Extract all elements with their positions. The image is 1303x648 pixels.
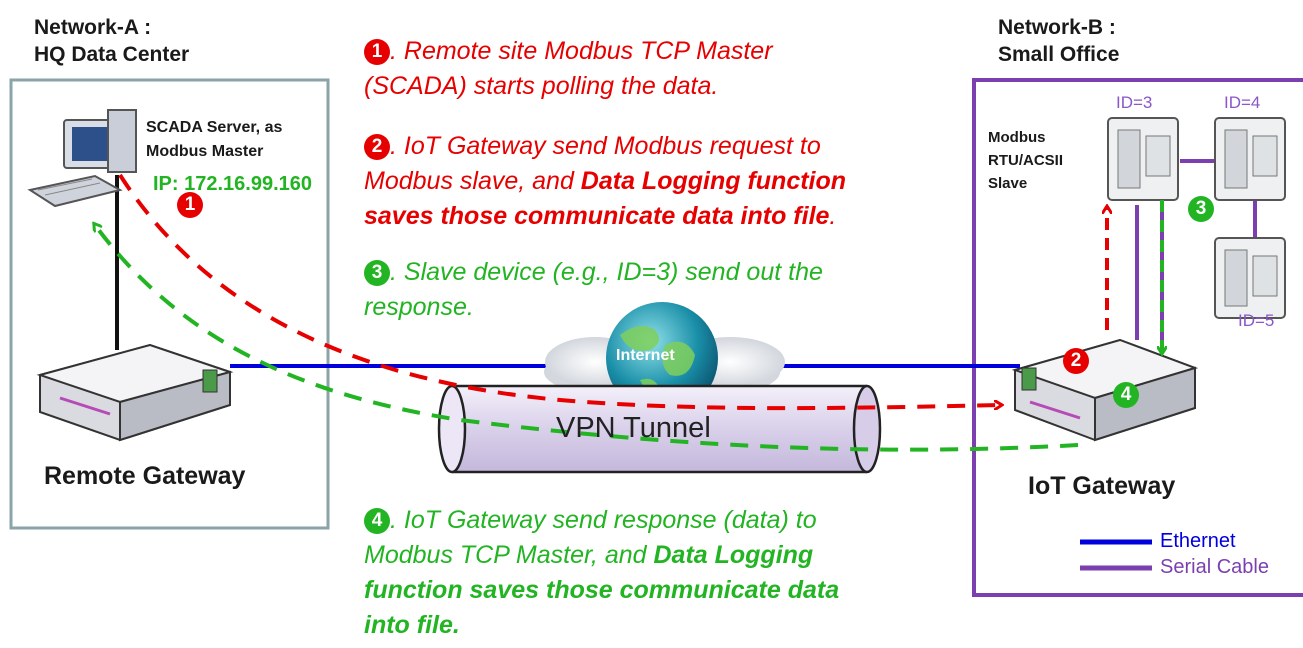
network-b-box (972, 78, 1303, 597)
step-4-number: 4 (364, 508, 390, 534)
network-a-title-line2: HQ Data Center (34, 43, 190, 66)
internet-label: Internet (616, 347, 675, 364)
network-b-title-line1: Network-B : (998, 16, 1116, 39)
modbus-slave-label: Modbus RTU/ACSII Slave (988, 126, 1063, 195)
modbus-slave-label-line3: Slave (988, 175, 1028, 192)
step-1-number: 1 (364, 39, 390, 65)
slave-device-id4 (1214, 117, 1286, 201)
flow-arrow-response-green (95, 225, 1079, 452)
network-b-title-line2: Small Office (998, 43, 1120, 66)
modbus-slave-label-line2: RTU/ACSII (988, 152, 1063, 169)
remote-gateway-label: Remote Gateway (44, 462, 246, 490)
scada-pc-icon (27, 109, 137, 208)
device-id-label: ID=3 (1116, 93, 1153, 112)
slave-device-id3 (1107, 117, 1179, 201)
step-4-line2-bold: Data Logging (653, 541, 814, 569)
step-2-number: 2 (364, 134, 390, 160)
legend-serial-label: Serial Cable (1160, 556, 1269, 578)
step-2-text: 2. IoT Gateway send Modbus request to Mo… (364, 129, 964, 234)
device-id-label: ID=5 (1238, 311, 1275, 330)
modbus-slave-label-line1: Modbus (988, 129, 1046, 146)
step-3-line2: response. (364, 293, 474, 321)
remote-gateway-device (36, 343, 234, 442)
step-4-line4-bold: into file. (364, 611, 460, 639)
step-3-line1: . Slave device (e.g., ID=3) send out the (390, 258, 823, 286)
step-badge-4: 4 (1113, 382, 1139, 408)
step-4-line2: Modbus TCP Master, and (364, 541, 654, 569)
step-3-text: 3. Slave device (e.g., ID=3) send out th… (364, 255, 964, 325)
network-a-box (9, 78, 330, 530)
step-1-text: 1. Remote site Modbus TCP Master (SCADA)… (364, 34, 964, 104)
network-b-title: Network-B : Small Office (998, 14, 1119, 68)
step-badge-2: 2 (1063, 348, 1089, 374)
step-2-line3: . (829, 202, 837, 230)
legend-ethernet-label: Ethernet (1160, 530, 1236, 552)
device-id-label: ID=4 (1224, 93, 1261, 112)
step-4-text: 4. IoT Gateway send response (data) to M… (364, 503, 964, 643)
scada-ip: IP: 172.16.99.160 (153, 173, 313, 195)
slave-device-id5 (1214, 237, 1286, 319)
scada-label-line1: SCADA Server, as (146, 119, 283, 136)
network-a-title: Network-A : HQ Data Center (34, 14, 189, 68)
step-4-line1: . IoT Gateway send response (data) to (390, 506, 817, 534)
step-badge-1: 1 (177, 192, 203, 218)
iot-gateway-label: IoT Gateway (1028, 472, 1176, 500)
step-3-number: 3 (364, 260, 390, 286)
step-2-line3-bold: saves those communicate data into file (364, 202, 830, 230)
network-a-title-line1: Network-A : (34, 16, 152, 39)
step-1-line2: (SCADA) starts polling the data. (364, 72, 719, 100)
step-4-line3-bold: function saves those communicate data (364, 576, 840, 604)
step-2-line2-bold: Data Logging function (580, 167, 847, 195)
flow-arrow-request-red (118, 173, 1000, 411)
vpn-tunnel-label: VPN Tunnel (556, 412, 711, 444)
step-2-line2: Modbus slave, and (364, 167, 581, 195)
step-1-line1: . Remote site Modbus TCP Master (390, 37, 773, 65)
scada-label: SCADA Server, as Modbus Master (146, 116, 282, 164)
scada-label-line2: Modbus Master (146, 143, 264, 160)
step-2-line1: . IoT Gateway send Modbus request to (390, 132, 821, 160)
iot-gateway-device (1011, 338, 1199, 442)
step-badge-3: 3 (1188, 196, 1214, 222)
